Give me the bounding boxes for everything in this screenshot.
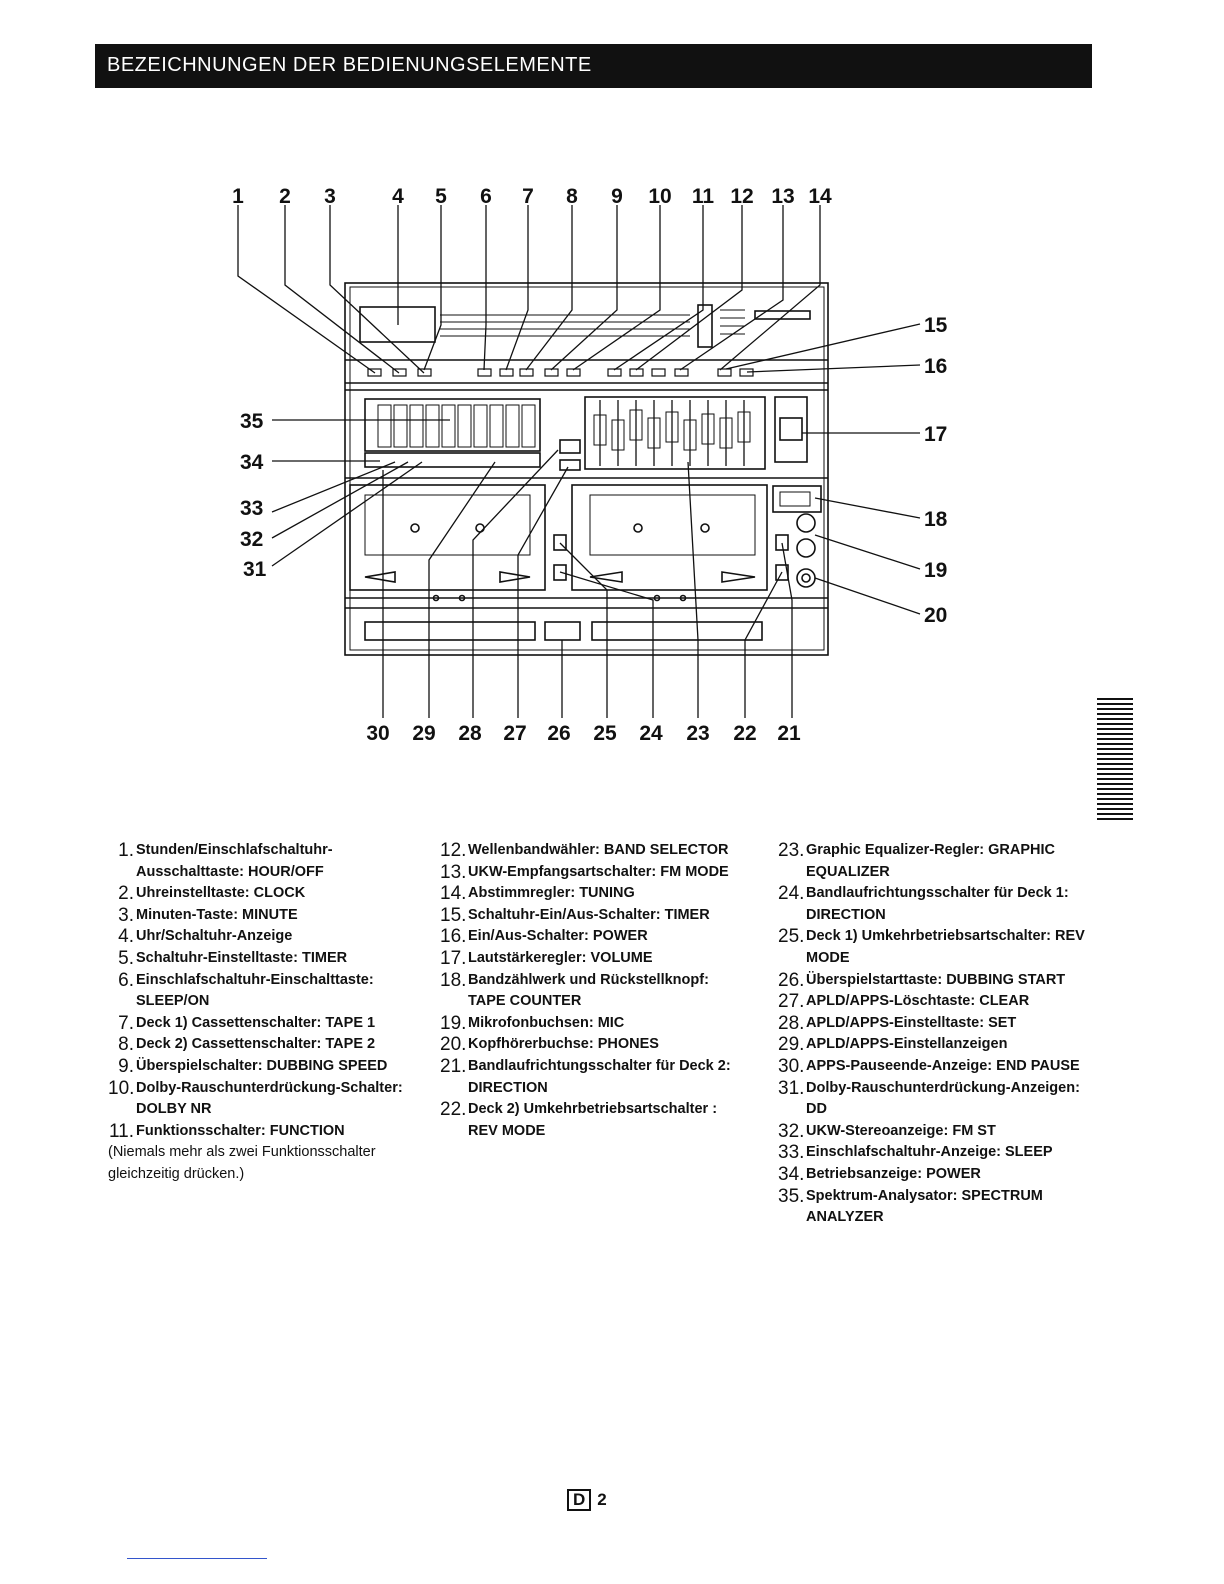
callout-9: 9 bbox=[611, 185, 623, 208]
phones-jack bbox=[796, 568, 816, 588]
callout-19: 19 bbox=[924, 559, 947, 582]
callout-3: 3 bbox=[324, 185, 336, 208]
graphic-equalizer bbox=[584, 396, 766, 470]
list-item: 24.Bandlaufrichtungsschalter für Deck 1:… bbox=[778, 883, 1069, 923]
list-item: 16.Ein/Aus-Schalter: POWER bbox=[440, 926, 648, 948]
list-item: 10.Dolby-Rauschunterdrückung-Schalter: D… bbox=[108, 1077, 403, 1118]
list-item: 28.APLD/APPS-Einstelltaste: SET bbox=[778, 1012, 1017, 1034]
header-bar: BEZEICHNUNGEN DER BEDIENUNGSELEMENTE bbox=[95, 44, 1092, 88]
callout-35: 35 bbox=[240, 410, 264, 433]
callout-20: 20 bbox=[924, 604, 947, 627]
page-number: 2 bbox=[597, 1490, 607, 1509]
callout-33: 33 bbox=[240, 497, 263, 520]
list-item: 9.Überspielschalter: DUBBING SPEED bbox=[118, 1055, 388, 1077]
callout-31: 31 bbox=[243, 558, 267, 581]
callout-8: 8 bbox=[566, 185, 578, 208]
callout-32: 32 bbox=[240, 528, 263, 551]
list-item: 22.Deck 2) Umkehrbetriebsartschalter : R… bbox=[440, 1099, 718, 1139]
callout-30: 30 bbox=[366, 722, 389, 745]
callout-28: 28 bbox=[458, 722, 482, 745]
list-item: 20.Kopfhörerbuchse: PHONES bbox=[440, 1034, 659, 1056]
callout-17: 17 bbox=[924, 423, 947, 446]
list-item: 14.Abstimmregler: TUNING bbox=[440, 883, 635, 905]
chassis-outline bbox=[344, 282, 829, 656]
volume-control bbox=[774, 396, 808, 463]
legend-column-1: 1.Stunden/Einschlafschaltuhr-Ausschaltta… bbox=[108, 840, 408, 1186]
callout-29: 29 bbox=[412, 722, 435, 745]
language-badge: D bbox=[567, 1489, 592, 1511]
edge-index-marks bbox=[1097, 698, 1133, 820]
callout-5: 5 bbox=[435, 185, 447, 208]
stereo-diagram: 1 2 3 4 5 6 7 8 9 10 11 12 13 14 15 16 1… bbox=[232, 185, 948, 745]
list-item: 35.Spektrum-Analysator: SPECTRUM ANALYZE… bbox=[778, 1185, 1043, 1226]
list-item: 18.Bandzählwerk und Rückstellknopf: TAPE… bbox=[440, 969, 709, 1010]
list-item: 27.APLD/APPS-Löschtaste: CLEAR bbox=[778, 991, 1030, 1013]
callout-23: 23 bbox=[686, 722, 709, 745]
callout-7: 7 bbox=[522, 185, 534, 208]
list-item: 19.Mikrofonbuchsen: MIC bbox=[440, 1012, 625, 1034]
callout-22: 22 bbox=[733, 722, 756, 745]
callout-18: 18 bbox=[924, 508, 948, 531]
callout-15: 15 bbox=[924, 314, 948, 337]
callouts-left: 35 34 33 32 31 bbox=[240, 410, 267, 581]
list-item: 12.Wellenbandwähler: BAND SELECTOR bbox=[440, 840, 729, 861]
list-item: 7.Deck 1) Cassettenschalter: TAPE 1 bbox=[118, 1012, 376, 1034]
list-item: 26.Überspielstarttaste: DUBBING START bbox=[778, 969, 1066, 991]
list-item: 23.Graphic Equalizer-Regler: GRAPHIC EQU… bbox=[778, 840, 1055, 880]
spectrum-analyzer bbox=[364, 398, 541, 452]
function-note: (Niemals mehr als zwei Funktionsschalter… bbox=[108, 1144, 376, 1182]
legend-column-3: 23.Graphic Equalizer-Regler: GRAPHIC EQU… bbox=[778, 840, 1088, 1229]
list-item: 29.APLD/APPS-Einstellanzeigen bbox=[778, 1034, 1008, 1056]
list-item: 31.Dolby-Rauschunterdrückung-Anzeigen: D… bbox=[778, 1077, 1080, 1118]
mic-jack bbox=[796, 513, 816, 533]
callout-26: 26 bbox=[547, 722, 570, 745]
list-item: 21.Bandlaufrichtungsschalter für Deck 2:… bbox=[440, 1055, 731, 1096]
callout-16: 16 bbox=[924, 355, 947, 378]
callout-24: 24 bbox=[639, 722, 663, 745]
list-item: 13.UKW-Empfangsartschalter: FM MODE bbox=[440, 861, 729, 883]
list-item: 1.Stunden/Einschlafschaltuhr-Ausschaltta… bbox=[118, 840, 333, 880]
list-item: 5.Schaltuhr-Einstelltaste: TIMER bbox=[118, 947, 348, 969]
callout-21: 21 bbox=[777, 722, 801, 745]
cassette-deck-1 bbox=[349, 484, 546, 591]
dubbing-start-button bbox=[544, 621, 581, 641]
callouts-bottom: 30 29 28 27 26 25 24 23 22 21 bbox=[366, 722, 801, 745]
callout-25: 25 bbox=[593, 722, 617, 745]
callout-34: 34 bbox=[240, 451, 264, 474]
callout-10: 10 bbox=[648, 185, 671, 208]
cassette-deck-2 bbox=[571, 484, 768, 591]
callout-11: 11 bbox=[692, 185, 715, 208]
list-item: 8.Deck 2) Cassettenschalter: TAPE 2 bbox=[118, 1034, 376, 1056]
bottom-rule bbox=[127, 1558, 267, 1559]
legend-column-2: 12.Wellenbandwähler: BAND SELECTOR 13.UK… bbox=[440, 840, 745, 1142]
list-item: 3.Minuten-Taste: MINUTE bbox=[118, 904, 298, 926]
callout-1: 1 bbox=[232, 185, 244, 208]
list-item: 34.Betriebsanzeige: POWER bbox=[778, 1163, 981, 1185]
list-item: 30.APPS-Pauseende-Anzeige: END PAUSE bbox=[778, 1055, 1080, 1077]
page-title: BEZEICHNUNGEN DER BEDIENUNGSELEMENTE bbox=[107, 54, 592, 76]
callout-27: 27 bbox=[503, 722, 526, 745]
callout-4: 4 bbox=[392, 185, 404, 208]
list-item: 2.Uhreinstelltaste: CLOCK bbox=[118, 883, 306, 905]
callout-2: 2 bbox=[279, 185, 291, 208]
list-item: 17.Lautstärkeregler: VOLUME bbox=[440, 947, 653, 969]
list-item: 11.Funktionsschalter: FUNCTION bbox=[108, 1120, 345, 1142]
callout-6: 6 bbox=[480, 185, 492, 208]
list-item: 32.UKW-Stereoanzeige: FM ST bbox=[778, 1120, 996, 1142]
list-item: 33.Einschlafschaltuhr-Anzeige: SLEEP bbox=[778, 1142, 1053, 1164]
callout-14: 14 bbox=[808, 185, 832, 208]
callout-13: 13 bbox=[771, 185, 794, 208]
list-item: 4.Uhr/Schaltuhr-Anzeige bbox=[118, 926, 293, 948]
callout-12: 12 bbox=[730, 185, 753, 208]
callouts-right: 15 16 17 18 19 20 bbox=[924, 314, 948, 627]
list-item: 6.Einschlafschaltuhr-Einschalttaste: SLE… bbox=[118, 969, 374, 1010]
callouts-top: 1 2 3 4 5 6 7 8 9 10 11 12 13 14 bbox=[232, 185, 832, 208]
list-item: 15.Schaltuhr-Ein/Aus-Schalter: TIMER bbox=[440, 904, 710, 926]
list-item: 25.Deck 1) Umkehrbetriebsartschalter: RE… bbox=[778, 926, 1085, 966]
